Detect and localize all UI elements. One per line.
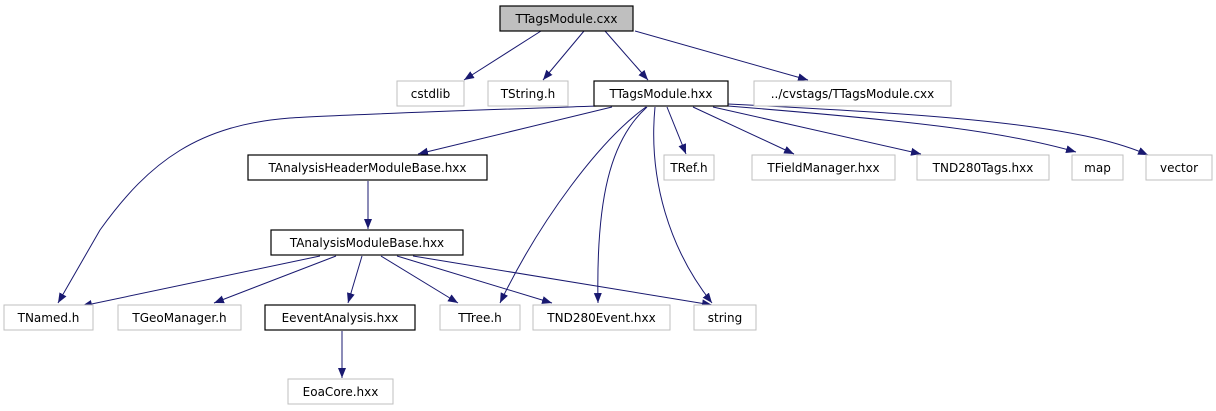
svg-text:EoaCore.hxx: EoaCore.hxx bbox=[303, 385, 379, 399]
edge-hxx-vector bbox=[727, 103, 1149, 156]
svg-text:TGeoManager.h: TGeoManager.h bbox=[131, 311, 226, 325]
node-tref: TRef.h bbox=[663, 154, 715, 181]
node-string: string bbox=[693, 304, 757, 331]
edge-hxx-headerbase bbox=[417, 106, 613, 156]
edge-hxx-tfieldmanager bbox=[692, 106, 795, 155]
node-cvstags: ../cvstags/TTagsModule.cxx bbox=[753, 80, 952, 107]
edge-hxx-ttree bbox=[499, 106, 647, 304]
node-ttree: TTree.h bbox=[439, 304, 521, 331]
svg-text:string: string bbox=[708, 311, 742, 325]
svg-text:TND280Event.hxx: TND280Event.hxx bbox=[546, 311, 655, 325]
node-tfieldmanager: TFieldManager.hxx bbox=[751, 154, 896, 181]
edge-modulebase-tnd280event bbox=[396, 255, 553, 304]
node-tnd280tags: TND280Tags.hxx bbox=[916, 154, 1050, 181]
edge-hxx-tnd280tags bbox=[712, 106, 922, 156]
edges bbox=[57, 30, 1149, 378]
node-eoacore: EoaCore.hxx bbox=[287, 378, 394, 405]
node-tstring: TString.h bbox=[487, 80, 569, 107]
edge-modulebase-tgeomanager bbox=[213, 255, 337, 304]
svg-text:EeventAnalysis.hxx: EeventAnalysis.hxx bbox=[282, 311, 399, 325]
svg-text:map: map bbox=[1084, 161, 1111, 175]
svg-text:TString.h: TString.h bbox=[500, 87, 556, 101]
node-eevent-analysis[interactable]: EeventAnalysis.hxx bbox=[264, 304, 416, 331]
svg-text:TNamed.h: TNamed.h bbox=[17, 311, 80, 325]
edge-cxx-cstdlib bbox=[463, 30, 542, 81]
edge-modulebase-tnamed bbox=[81, 255, 321, 308]
edge-modulebase-string bbox=[412, 255, 713, 308]
node-module-base[interactable]: TAnalysisModuleBase.hxx bbox=[270, 229, 464, 256]
node-tnamed: TNamed.h bbox=[3, 304, 94, 331]
node-tnd280event: TND280Event.hxx bbox=[532, 304, 671, 331]
node-map: map bbox=[1071, 154, 1124, 181]
edge-modulebase-eevent bbox=[347, 255, 363, 304]
edge-hxx-tnamed bbox=[57, 105, 598, 304]
node-vector: vector bbox=[1145, 154, 1213, 181]
svg-text:TTree.h: TTree.h bbox=[457, 311, 502, 325]
svg-text:TAnalysisHeaderModuleBase.hxx: TAnalysisHeaderModuleBase.hxx bbox=[267, 161, 466, 175]
edge-hxx-tref bbox=[666, 106, 687, 155]
edge-hxx-map bbox=[727, 105, 1077, 154]
svg-text:TAnalysisModuleBase.hxx: TAnalysisModuleBase.hxx bbox=[289, 236, 444, 250]
svg-text:TFieldManager.hxx: TFieldManager.hxx bbox=[766, 161, 879, 175]
node-ttagsmodule-hxx[interactable]: TTagsModule.hxx bbox=[593, 80, 729, 107]
edge-cxx-cvstags bbox=[634, 30, 809, 82]
svg-text:../cvstags/TTagsModule.cxx: ../cvstags/TTagsModule.cxx bbox=[771, 87, 935, 101]
edge-cxx-hxx bbox=[604, 30, 649, 81]
svg-text:TTagsModule.cxx: TTagsModule.cxx bbox=[515, 12, 618, 26]
node-ttagsmodule-cxx[interactable]: TTagsModule.cxx bbox=[499, 5, 634, 32]
edge-hxx-string bbox=[653, 106, 713, 304]
edge-modulebase-ttree bbox=[380, 255, 459, 304]
node-header-module-base[interactable]: TAnalysisHeaderModuleBase.hxx bbox=[247, 154, 488, 181]
svg-text:vector: vector bbox=[1160, 161, 1198, 175]
edge-cxx-tstring bbox=[542, 30, 585, 81]
svg-text:TRef.h: TRef.h bbox=[669, 161, 707, 175]
svg-text:TTagsModule.hxx: TTagsModule.hxx bbox=[609, 87, 713, 101]
svg-text:TND280Tags.hxx: TND280Tags.hxx bbox=[932, 161, 1034, 175]
node-cstdlib: cstdlib bbox=[396, 80, 465, 107]
svg-text:cstdlib: cstdlib bbox=[411, 87, 450, 101]
edge-hxx-tnd280event bbox=[593, 106, 648, 304]
node-tgeomanager: TGeoManager.h bbox=[117, 304, 242, 331]
